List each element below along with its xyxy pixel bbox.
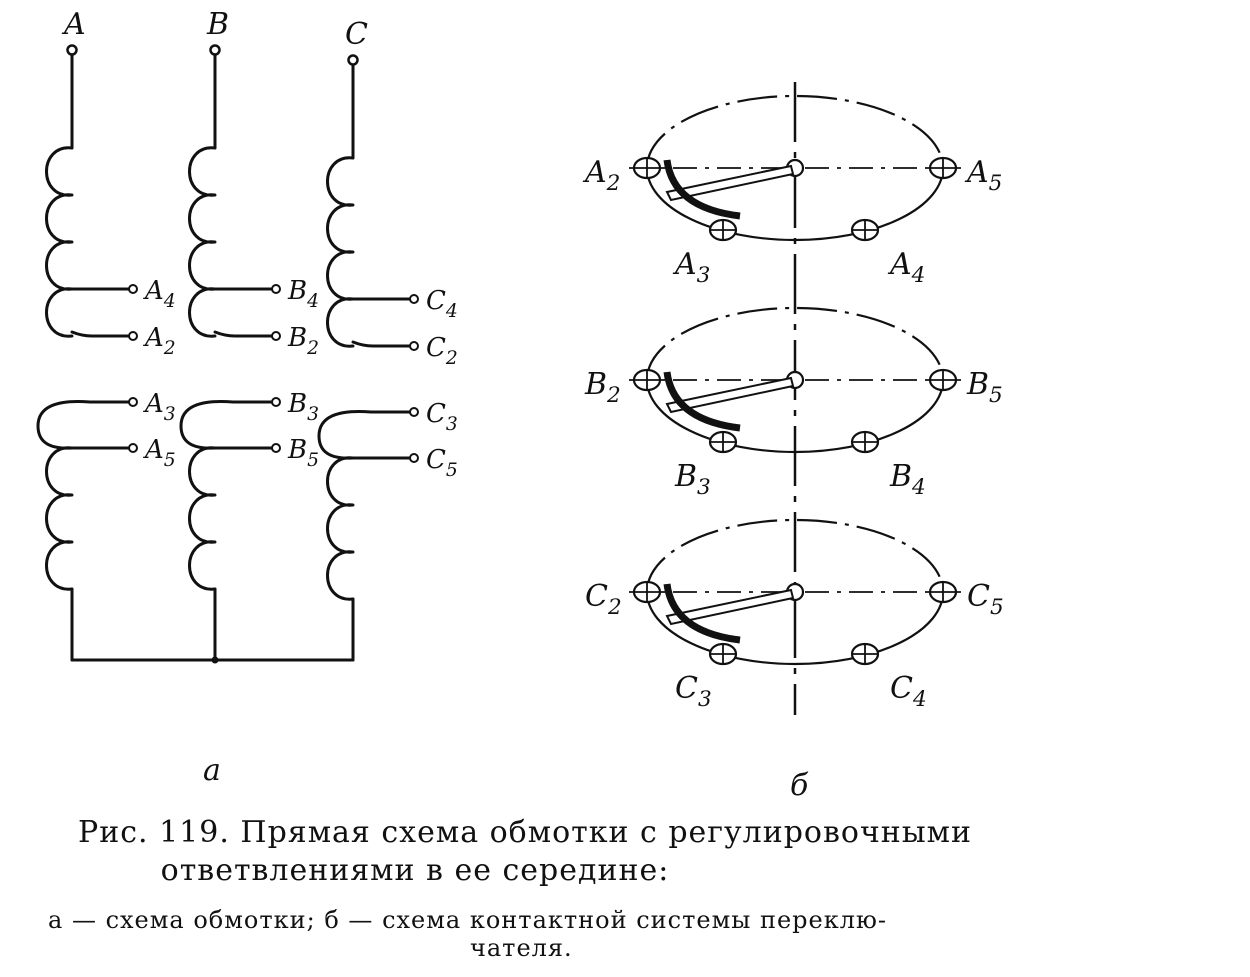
contact-brush [663, 371, 741, 432]
contact-arm [665, 164, 795, 202]
phase-label: C [345, 17, 368, 52]
upper-coil [45, 146, 74, 338]
tap-label: C2 [426, 333, 458, 369]
tap-terminal [128, 284, 138, 294]
phase-label: B [206, 7, 229, 42]
contact-label-right: A5 [964, 155, 1002, 196]
lower-coil [45, 446, 74, 591]
lower-coil [326, 456, 355, 601]
contact-right [928, 580, 958, 604]
contact-label-right: B5 [966, 367, 1003, 408]
tap-label: B3 [287, 389, 319, 425]
tap-label: C3 [426, 399, 458, 435]
contact-label-bottom-right: B4 [889, 459, 926, 500]
switch-ellipse-back [645, 94, 945, 169]
switch-ellipse-front [645, 591, 945, 666]
contact-label-bottom-left: B3 [674, 459, 711, 500]
tap-terminal [128, 397, 138, 407]
lower-first-loop [317, 410, 411, 460]
contact-bottom-left [708, 218, 738, 242]
tap-terminal [271, 443, 281, 453]
contact-label-left: A2 [582, 155, 620, 196]
tap-terminal [128, 443, 138, 453]
contact-bottom-right [850, 218, 880, 242]
contact-bottom-right [850, 642, 880, 666]
top-terminal [66, 44, 78, 56]
contact-label-bottom-left: A3 [672, 247, 710, 288]
switch-ellipse-back [645, 306, 945, 381]
contact-left [632, 368, 662, 392]
tap-wire [351, 340, 411, 348]
switch-ellipse-front [645, 167, 945, 242]
tap-terminal [271, 284, 281, 294]
tap-label: A4 [143, 276, 176, 312]
tap-label: A5 [143, 435, 176, 471]
lower-coil [188, 446, 217, 591]
tap-label: B4 [287, 276, 319, 312]
part-a-label: а [203, 753, 221, 788]
contact-bottom-left [708, 642, 738, 666]
contact-arm [665, 588, 795, 626]
lower-first-loop [179, 400, 273, 450]
tap-terminal [128, 331, 138, 341]
contact-left [632, 156, 662, 180]
contact-brush [663, 159, 741, 220]
lower-first-loop [36, 400, 130, 450]
tap-wire [70, 330, 130, 338]
contact-label-bottom-left: C3 [675, 671, 712, 712]
tap-terminal [409, 294, 419, 304]
tap-terminal [409, 407, 419, 417]
contact-bottom-left [708, 430, 738, 454]
tap-label: C4 [426, 286, 458, 322]
tap-label: C5 [426, 445, 458, 481]
contact-left [632, 580, 662, 604]
tap-label: A3 [143, 389, 176, 425]
upper-coil [188, 146, 217, 338]
neutral-junction [211, 656, 219, 664]
switch-ellipse-front [645, 379, 945, 454]
top-terminal [347, 54, 359, 66]
upper-coil [326, 156, 355, 348]
tap-wire [213, 330, 273, 338]
contact-label-bottom-right: C4 [890, 671, 927, 712]
switch-ellipse-back [645, 518, 945, 593]
tap-label: B2 [287, 323, 319, 359]
contact-label-left: C2 [585, 579, 622, 620]
caption-line-1: Рис. 119. Прямая схема обмотки с регулир… [78, 815, 972, 850]
tap-label: B5 [287, 435, 319, 471]
tap-terminal [409, 341, 419, 351]
contact-right [928, 368, 958, 392]
contact-right [928, 156, 958, 180]
tap-terminal [409, 453, 419, 463]
phase-label: A [61, 7, 86, 42]
tap-terminal [271, 331, 281, 341]
part-b-label: б [790, 768, 809, 803]
contact-bottom-right [850, 430, 880, 454]
contact-label-right: C5 [967, 579, 1004, 620]
tap-label: A2 [143, 323, 176, 359]
caption-note-1: а — схема обмотки; б — схема контактной … [48, 906, 887, 934]
caption-line-2: ответвлениями в ее середине: [160, 853, 670, 888]
caption-note-2: чателя. [470, 934, 573, 962]
contact-brush [663, 583, 741, 644]
contact-label-left: B2 [584, 367, 621, 408]
contact-label-bottom-right: A4 [887, 247, 925, 288]
top-terminal [209, 44, 221, 56]
contact-arm [665, 376, 795, 414]
tap-terminal [271, 397, 281, 407]
